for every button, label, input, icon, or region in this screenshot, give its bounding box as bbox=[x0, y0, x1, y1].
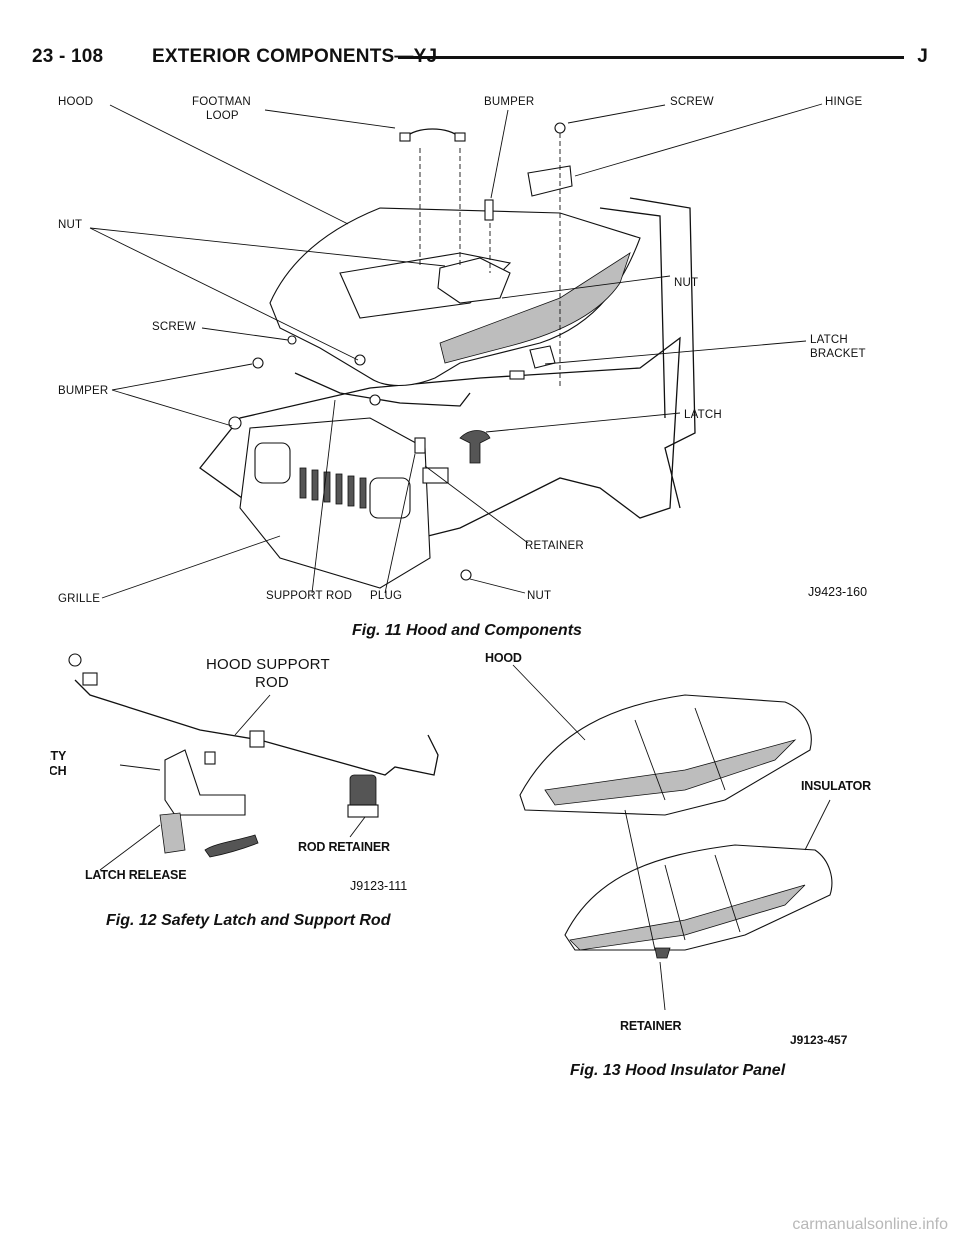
figure-13-hood-insulator-panel: HOOD INSULATOR RETAINER J9123-457 bbox=[485, 650, 885, 1050]
figure-code: J9423-160 bbox=[808, 585, 867, 599]
label-screw-top: SCREW bbox=[670, 96, 714, 108]
label-hood-support-line1: HOOD SUPPORT bbox=[206, 656, 330, 673]
fig13-leader-lines bbox=[512, 664, 831, 1011]
figure-13-caption: Fig. 13 Hood Insulator Panel bbox=[570, 1062, 786, 1079]
label-rod-retainer: ROD RETAINER bbox=[298, 840, 390, 854]
fig11-leader-lines bbox=[89, 103, 823, 599]
page-number: 23 - 108 bbox=[32, 46, 104, 67]
label-latch: LATCH bbox=[684, 409, 722, 421]
header-rule bbox=[398, 56, 904, 59]
section-title: EXTERIOR COMPONENTS—YJ bbox=[152, 46, 438, 67]
hood-insulator-illustration: HOOD INSULATOR RETAINER J9123-457 bbox=[485, 651, 871, 1047]
figure-11-hood-and-components: HOOD FOOTMAN LOOP BUMPER SCREW HINGE NUT… bbox=[40, 88, 900, 608]
label-latch-release: LATCH RELEASE bbox=[85, 868, 186, 882]
grille-slots bbox=[299, 467, 367, 509]
label-hood-support-line2: ROD bbox=[255, 674, 289, 691]
hood-components-illustration: HOOD FOOTMAN LOOP BUMPER SCREW HINGE NUT… bbox=[58, 96, 867, 605]
label-hood: HOOD bbox=[58, 96, 93, 108]
label-support-rod: SUPPORT ROD bbox=[266, 590, 352, 602]
label-safety-latch-line2: LATCH bbox=[50, 764, 67, 778]
label-footman-loop-line2: LOOP bbox=[206, 110, 239, 122]
figure-12-safety-latch-and-support-rod: HOOD SUPPORT ROD SAFETY LATCH LATCH RELE… bbox=[50, 645, 480, 905]
label-retainer: RETAINER bbox=[620, 1019, 682, 1033]
figure-code: J9123-457 bbox=[790, 1033, 848, 1047]
figure-11-caption: Fig. 11 Hood and Components bbox=[352, 622, 582, 639]
label-safety-latch-line1: SAFETY bbox=[50, 749, 67, 763]
safety-latch-illustration: HOOD SUPPORT ROD SAFETY LATCH LATCH RELE… bbox=[50, 653, 439, 893]
label-latch-bracket-line1: LATCH bbox=[810, 334, 848, 346]
label-hinge: HINGE bbox=[825, 96, 863, 108]
label-nut-left: NUT bbox=[58, 219, 82, 231]
label-insulator: INSULATOR bbox=[801, 779, 871, 793]
page-header: 23 - 108 EXTERIOR COMPONENTS—YJ J bbox=[30, 36, 930, 72]
label-latch-bracket-line2: BRACKET bbox=[810, 348, 866, 360]
fig12-leader-lines bbox=[99, 694, 366, 871]
label-bumper-left: BUMPER bbox=[58, 385, 108, 397]
label-grille: GRILLE bbox=[58, 593, 100, 605]
label-plug: PLUG bbox=[370, 590, 402, 602]
label-nut-bottom: NUT bbox=[527, 590, 551, 602]
section-letter: J bbox=[917, 46, 928, 67]
figure-code: J9123-111 bbox=[350, 879, 407, 893]
label-bumper-top: BUMPER bbox=[484, 96, 534, 108]
figure-12-caption: Fig. 12 Safety Latch and Support Rod bbox=[106, 912, 391, 929]
label-footman-loop-line1: FOOTMAN bbox=[192, 96, 251, 108]
label-hood: HOOD bbox=[485, 651, 522, 665]
watermark: carmanualsonline.info bbox=[792, 1216, 948, 1233]
label-nut-right: NUT bbox=[674, 277, 698, 289]
label-screw-left: SCREW bbox=[152, 321, 196, 333]
label-retainer: RETAINER bbox=[525, 540, 584, 552]
